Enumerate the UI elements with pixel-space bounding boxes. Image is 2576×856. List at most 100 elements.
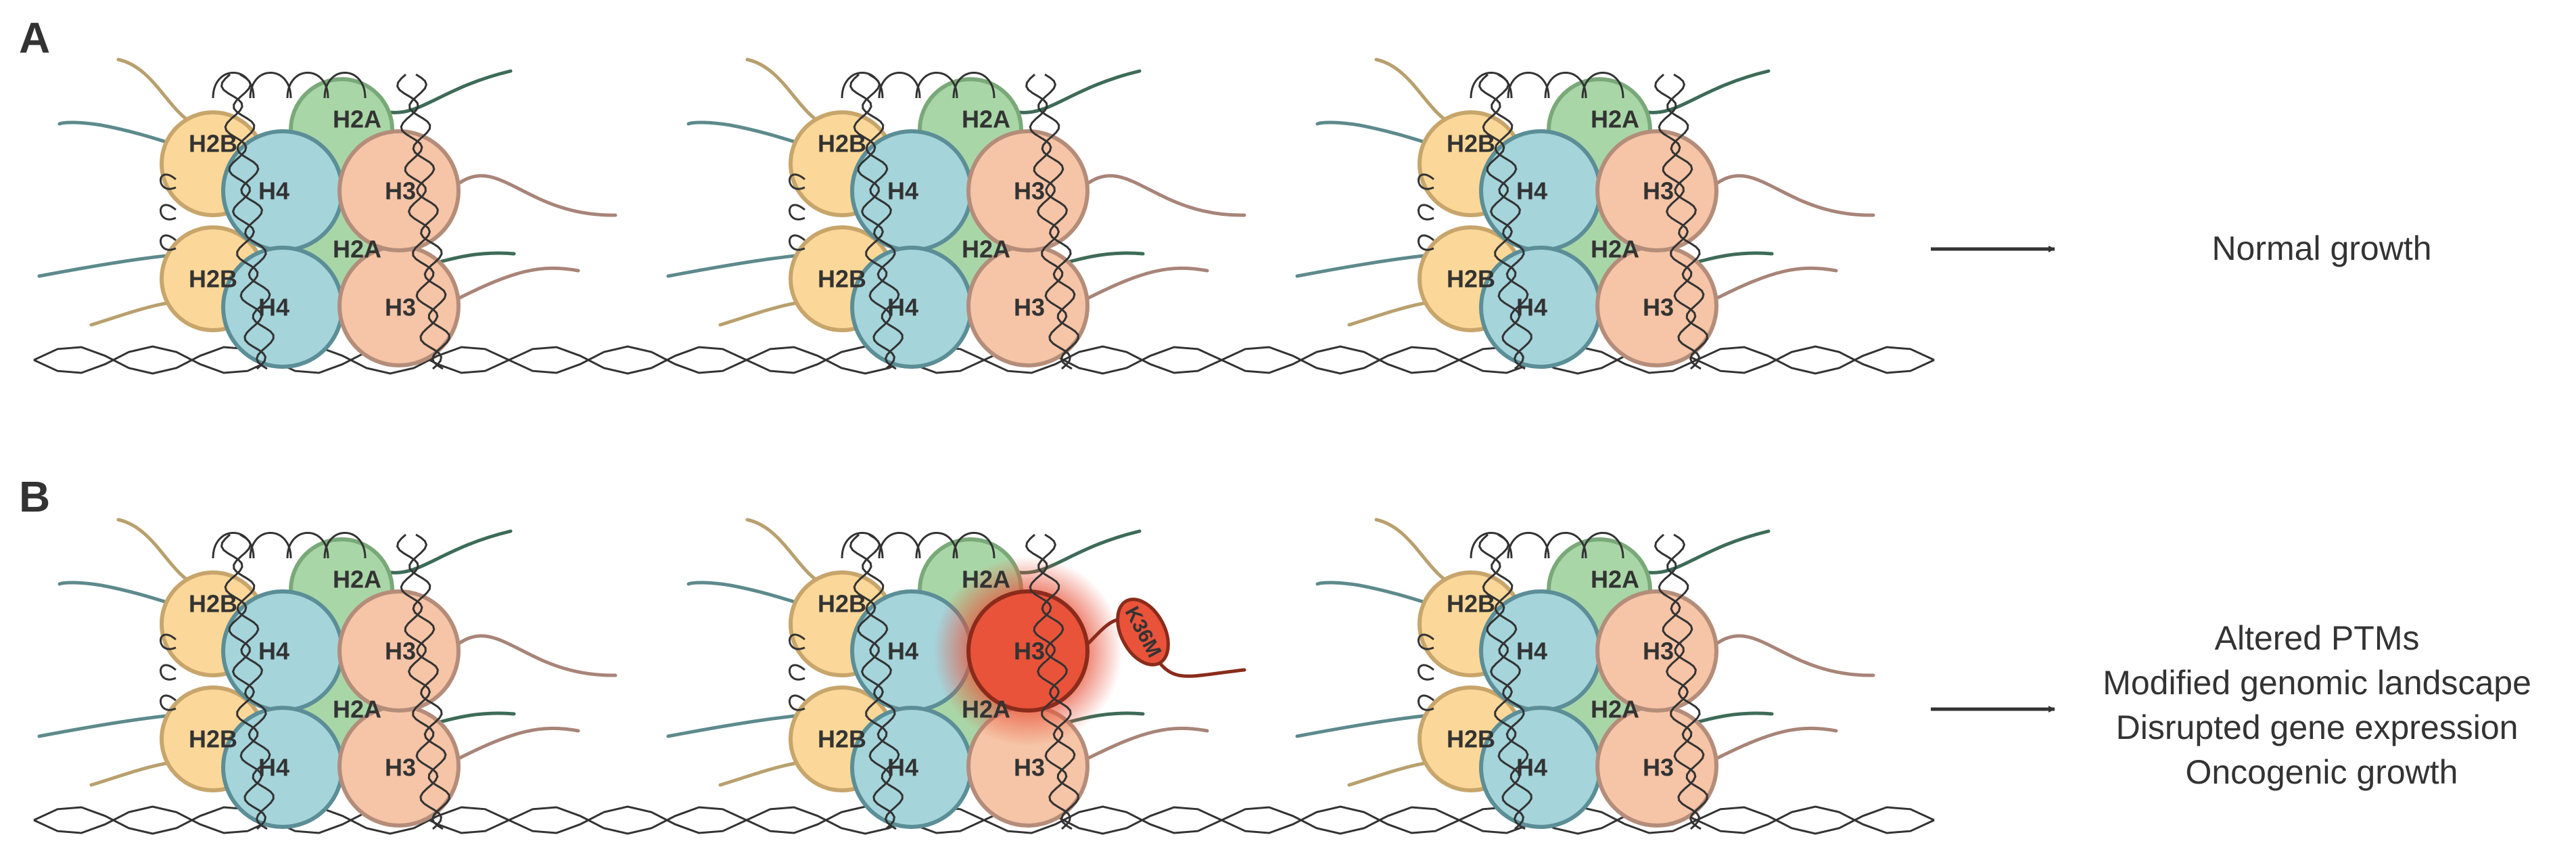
h3-tail xyxy=(1716,266,1838,300)
h2b-label: H2B xyxy=(189,590,237,618)
dna-loop xyxy=(1507,532,1550,559)
h2a-label: H2A xyxy=(1591,696,1639,723)
wrapped-dna xyxy=(1478,73,1524,370)
wrapped-dna xyxy=(1654,533,1700,830)
wrapped-dna xyxy=(220,73,266,370)
h2a-label: H2A xyxy=(1591,106,1639,133)
wrapped-dna xyxy=(233,73,275,370)
h2a-label: H2A xyxy=(333,696,381,723)
dna-loop xyxy=(1418,204,1434,221)
outcome-text: Normal growth xyxy=(2211,229,2431,267)
dna-loop xyxy=(789,633,805,650)
h2b-tail xyxy=(745,58,828,127)
wrapped-dna xyxy=(862,73,904,370)
h2b-label: H2B xyxy=(1447,725,1495,753)
h4-label: H4 xyxy=(887,754,918,782)
dna-loop xyxy=(789,173,805,190)
dna-loop xyxy=(841,72,884,99)
wrapped-dna xyxy=(1666,533,1708,830)
dna-loop xyxy=(1507,72,1550,99)
dna-loop xyxy=(841,532,884,559)
dna-loop xyxy=(212,72,255,99)
h4-label: H4 xyxy=(258,754,289,782)
h3-label: H3 xyxy=(1014,294,1045,321)
dna-loop xyxy=(1418,633,1434,650)
h3-label: H3 xyxy=(1643,177,1674,205)
h4-label: H4 xyxy=(887,177,918,205)
dna-backbone xyxy=(33,805,1935,835)
panel-label: A xyxy=(19,14,50,62)
wrapped-dna xyxy=(1654,73,1700,370)
dna-loop xyxy=(952,72,996,99)
h3-mutant-label: H3 xyxy=(1014,637,1045,665)
outcome-line: Oncogenic growth xyxy=(2185,753,2458,791)
dna-loop xyxy=(1581,532,1624,559)
h2b-label: H2B xyxy=(818,130,866,158)
dna-loop xyxy=(878,532,921,559)
wrapped-dna xyxy=(1478,533,1524,830)
dna-loop xyxy=(1470,532,1513,559)
dna-loop xyxy=(789,204,805,221)
h4-label: H4 xyxy=(887,637,918,665)
h2b-tail xyxy=(116,518,200,587)
h4-label: H4 xyxy=(887,294,918,321)
h3-tail xyxy=(458,726,580,760)
dna-loop xyxy=(160,664,177,681)
dna-strand xyxy=(33,805,1935,835)
h2a-label: H2A xyxy=(1591,235,1639,263)
wrapped-dna xyxy=(1491,533,1532,830)
wrapped-dna xyxy=(408,533,450,830)
h2a-tail xyxy=(1641,529,1771,575)
wrapped-dna xyxy=(408,73,450,370)
dna-loop xyxy=(212,532,255,559)
h3-tail xyxy=(1087,726,1209,760)
h2a-label: H2A xyxy=(962,696,1010,723)
dna-loop xyxy=(1581,72,1624,99)
dna-loop xyxy=(1418,173,1434,190)
h3-label: H3 xyxy=(1643,294,1674,321)
h3-tail xyxy=(458,634,617,677)
outcome-line: Modified genomic landscape xyxy=(2103,664,2531,702)
dna-loop xyxy=(878,72,921,99)
outcome-text: Altered PTMs Modified genomic landscape … xyxy=(2103,619,2541,791)
panel-label: B xyxy=(19,472,50,521)
wrapped-dna xyxy=(396,73,442,370)
outcome-line: Disrupted gene expression xyxy=(2116,708,2519,746)
h2a-label: H2A xyxy=(333,566,381,593)
dna-loop xyxy=(160,234,177,251)
dna-loop xyxy=(952,532,996,559)
h4-label: H4 xyxy=(258,177,289,205)
h2b-label: H2B xyxy=(1447,130,1495,158)
h2a-label: H2A xyxy=(1591,566,1639,593)
dna-backbone xyxy=(33,345,1935,375)
wrapped-dna xyxy=(396,533,442,830)
h3-label: H3 xyxy=(385,294,416,321)
h2b-tail xyxy=(745,518,828,587)
h2a-tail xyxy=(383,529,513,575)
outcome-line: Altered PTMs xyxy=(2215,619,2420,657)
h3-label: H3 xyxy=(385,754,416,782)
h3-label: H3 xyxy=(1014,177,1045,205)
wrapped-dna xyxy=(1037,533,1079,830)
h2a-tail xyxy=(1641,69,1771,114)
h4-label: H4 xyxy=(1516,294,1547,321)
dna-loop xyxy=(249,532,292,559)
h2b-label: H2B xyxy=(1447,265,1495,293)
h2a-label: H2A xyxy=(333,235,381,263)
dna-loop xyxy=(789,664,805,681)
dna-loop xyxy=(789,694,805,711)
dna-loop xyxy=(160,633,177,650)
wrapped-dna xyxy=(849,533,895,830)
dna-loop xyxy=(323,532,367,559)
h3-tail xyxy=(1716,726,1838,760)
dna-loop xyxy=(1470,72,1513,99)
h3-tail xyxy=(1716,634,1875,677)
dna-loop xyxy=(1418,234,1434,251)
h2b-label: H2B xyxy=(818,265,866,293)
